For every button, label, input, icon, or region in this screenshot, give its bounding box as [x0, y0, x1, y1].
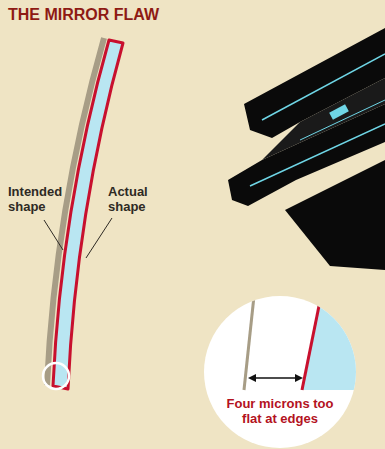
part-label: Actual shape: [108, 184, 170, 214]
zoom-link: [68, 370, 206, 382]
intended-shape: [47, 38, 104, 385]
title: THE MIRROR FLAW: [8, 6, 159, 24]
zoom-marker: [43, 363, 69, 389]
zoom-circle: Four microns too flat at edges: [204, 296, 356, 448]
telescope: [228, 28, 385, 270]
leader-line: [44, 220, 63, 250]
leader-line: [86, 218, 112, 258]
callout-text: Four microns too flat at edges: [226, 396, 334, 426]
part-label: Intended shape: [8, 184, 74, 214]
